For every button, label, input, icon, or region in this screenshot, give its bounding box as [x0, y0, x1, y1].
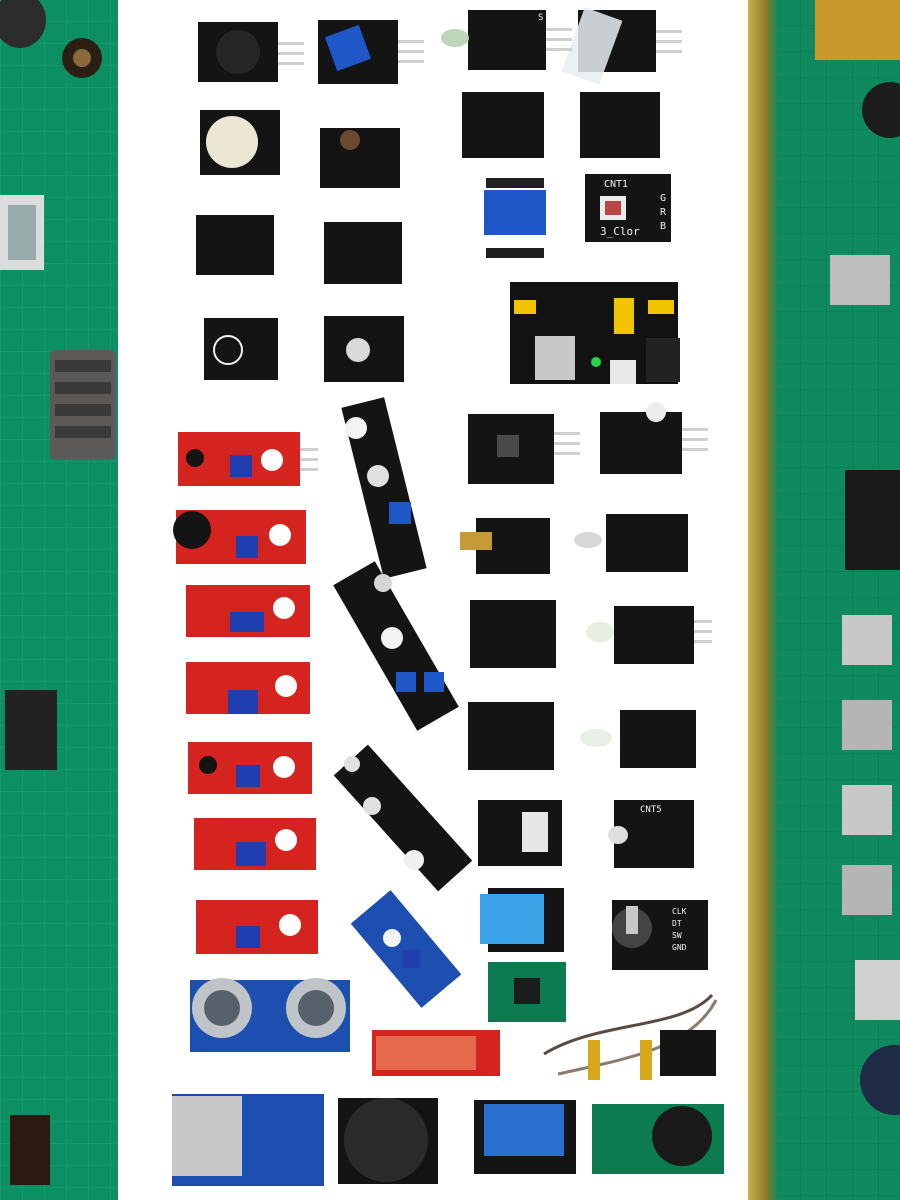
breadboard-power-module — [510, 282, 680, 384]
line-tracking-modules — [333, 397, 473, 1008]
clk-pin-label: CLK — [672, 907, 687, 916]
black-modules-col3 — [441, 10, 546, 258]
signal-pin-label: S — [538, 13, 544, 23]
board-gold-edge — [748, 0, 778, 1200]
b-pin-label: B — [660, 221, 667, 232]
g-pin-label: G — [660, 193, 667, 204]
right-board-components — [815, 0, 900, 1115]
dt-pin-label: DT — [672, 919, 682, 928]
sw-pin-label: SW — [672, 931, 682, 940]
cnt5-label: CNT5 — [640, 805, 662, 815]
cnt1-label: CNT1 — [604, 179, 629, 190]
black-modules-grid — [460, 402, 696, 868]
gnd-pin-label: GND — [672, 943, 687, 952]
lower-modules — [172, 888, 724, 1186]
color-module-label: 3_Clor — [600, 225, 640, 238]
black-modules-col4 — [561, 7, 671, 242]
black-modules-col2 — [318, 20, 404, 382]
pin-headers — [278, 28, 712, 643]
red-modules — [173, 432, 318, 954]
left-board-components — [0, 0, 116, 1185]
black-modules-col1 — [196, 22, 280, 380]
r-pin-label: R — [660, 207, 667, 218]
